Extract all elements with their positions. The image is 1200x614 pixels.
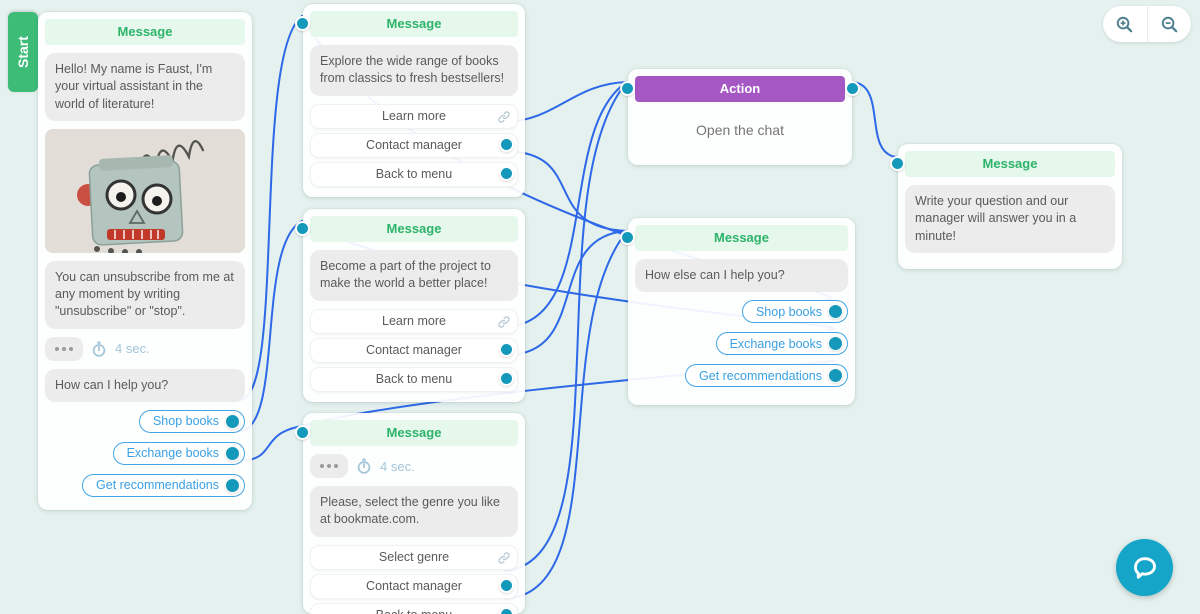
connection-node4-back-to-node5 [504,230,628,600]
text-bubble: How else can I help you? [635,259,848,293]
message-node-start[interactable]: Message Hello! My name is Faust, I'm you… [38,12,252,510]
quick-reply-exchange-books[interactable]: Exchange books [715,332,848,356]
zoom-out-button[interactable] [1148,6,1192,42]
message-node-recommendations[interactable]: Message 4 sec. Please, select the genre … [295,413,525,614]
text-bubble: Hello! My name is Faust, I'm your virtua… [45,53,245,121]
quick-reply-get-recommendations[interactable]: Get recommendations [685,364,848,388]
output-connector-dot[interactable] [225,413,240,429]
output-connector-dot[interactable] [225,477,240,493]
input-connector-dot[interactable] [295,425,310,440]
text-bubble: How can I help you? [45,368,245,402]
output-connector-dot[interactable] [499,136,514,152]
connection-action-to-node6 [851,81,898,158]
link-icon [497,314,511,337]
connection-start-shop-to-node2 [239,15,303,401]
output-connector-dot[interactable] [828,304,843,320]
link-icon [497,109,511,132]
typing-indicator-icon [310,454,348,478]
output-connector-dot[interactable] [225,445,240,461]
message-node-exchange-books[interactable]: Message Become a part of the project to … [295,209,525,402]
delay-row: 4 sec. [45,336,245,361]
message-node-shop-books[interactable]: Message Explore the wide range of books … [295,4,525,197]
stopwatch-icon [357,458,371,474]
delay-label: 4 sec. [115,341,150,356]
connection-node3-back-to-node5 [504,230,628,357]
zoom-in-icon [1117,16,1133,32]
robot-figure [77,139,205,253]
stopwatch-icon [92,341,106,357]
output-connector-dot[interactable] [828,368,843,384]
quick-reply-shop-books[interactable]: Shop books [138,409,245,433]
delay-label: 4 sec. [380,458,415,474]
node-button-back-to-menu[interactable]: Back to menu [310,602,518,614]
connection-start-exchange-to-node3 [239,220,303,432]
zoom-out-icon [1161,16,1178,32]
link-icon [497,550,511,573]
divider [1146,6,1148,42]
node-button-contact-manager[interactable]: Contact manager [310,337,518,363]
connection-node3-contact-to-action [504,81,628,328]
zoom-in-button[interactable] [1103,6,1147,42]
input-connector-dot[interactable] [295,221,310,236]
zoom-controls [1103,6,1191,42]
quick-reply-get-recommendations[interactable]: Get recommendations [82,473,245,497]
node-header: Message [310,216,518,242]
node-button-back-to-menu[interactable]: Back to menu [310,366,518,392]
input-connector-dot[interactable] [620,230,635,245]
quick-reply-shop-books[interactable]: Shop books [741,300,848,324]
delay-row: 4 sec. [310,454,518,478]
node-button-select-genre[interactable]: Select genre [310,544,518,573]
output-connector-dot[interactable] [828,336,843,352]
output-connector-dot[interactable] [845,81,860,96]
output-connector-dot[interactable] [499,606,514,614]
node-header: Message [905,151,1115,177]
chat-widget-button[interactable] [1116,539,1173,596]
output-connector-dot[interactable] [499,165,514,181]
node-header: Action [635,76,845,102]
start-tab: Start [8,12,38,92]
text-bubble: Please, select the genre you like at boo… [310,486,518,537]
action-body-text: Open the chat [696,122,784,138]
node-button-learn-more[interactable]: Learn more [310,308,518,337]
action-node-open-chat[interactable]: Action Open the chat [620,69,860,165]
node-button-contact-manager[interactable]: Contact manager [310,132,518,158]
quick-reply-exchange-books[interactable]: Exchange books [112,441,245,465]
node-header: Message [635,225,848,251]
input-connector-dot[interactable] [295,16,310,31]
text-bubble: You can unsubscribe from me at any momen… [45,260,245,329]
input-connector-dot[interactable] [890,156,905,171]
connection-node4-contact-to-action [504,81,628,572]
node-button-learn-more[interactable]: Learn more [310,103,518,132]
node-header: Message [310,420,518,446]
typing-indicator-icon [45,336,83,361]
input-connector-dot[interactable] [620,81,635,96]
robot-image [45,128,245,253]
output-connector-dot[interactable] [499,341,514,357]
message-node-write-question[interactable]: Message Write your question and our mana… [890,144,1122,269]
output-connector-dot[interactable] [499,577,514,593]
text-bubble: Explore the wide range of books from cla… [310,45,518,96]
node-button-back-to-menu[interactable]: Back to menu [310,161,518,187]
text-bubble: Become a part of the project to make the… [310,250,518,301]
chat-bubble-icon [1133,556,1156,579]
node-header: Message [45,19,245,45]
node-header: Message [310,11,518,37]
output-connector-dot[interactable] [499,370,514,386]
text-bubble: Write your question and our manager will… [905,185,1115,253]
node-button-contact-manager[interactable]: Contact manager [310,573,518,599]
message-node-how-else[interactable]: Message How else can I help you? Shop bo… [620,218,855,405]
